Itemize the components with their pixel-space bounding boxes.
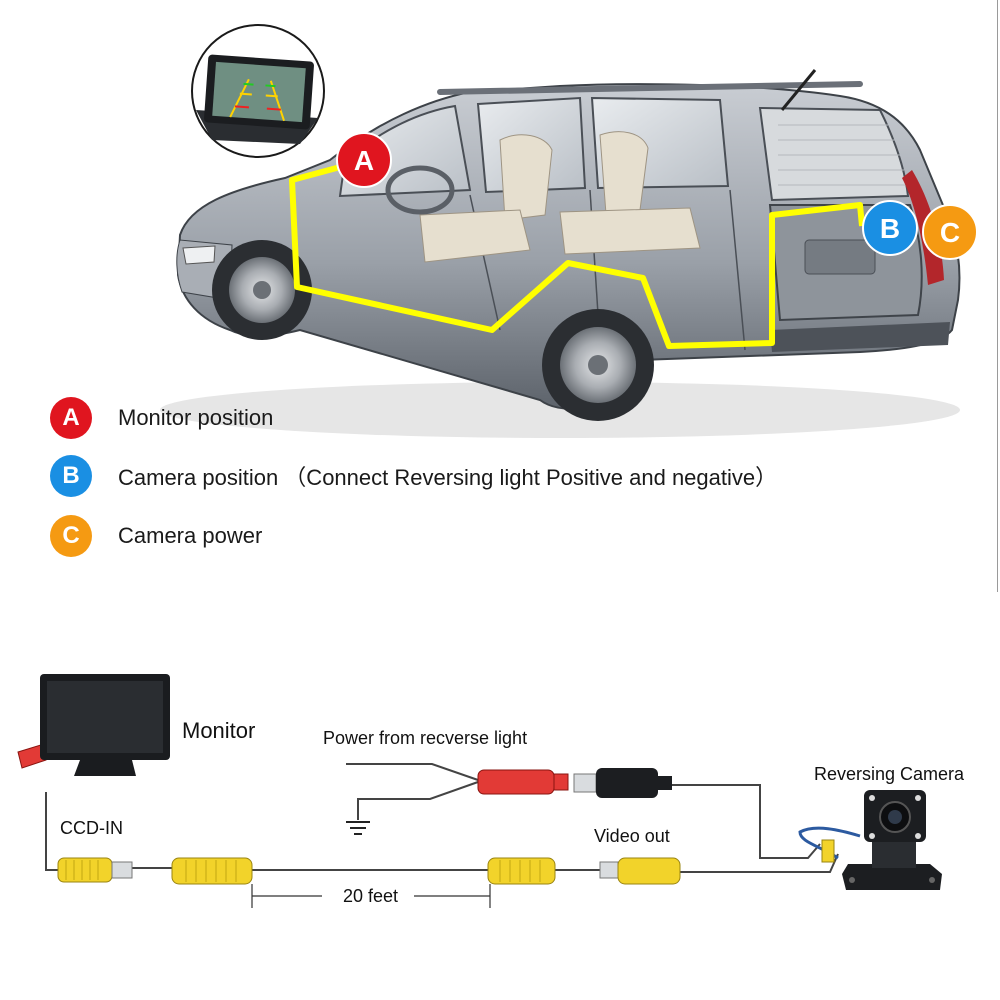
wiring-route-line xyxy=(289,163,865,349)
legend-badge-b: B xyxy=(50,455,92,497)
svg-text:B: B xyxy=(880,213,900,244)
camera-power-cable xyxy=(672,784,821,859)
legend-badge-c: C xyxy=(50,515,92,557)
rca-plug-video-out xyxy=(599,857,681,885)
dc-plug-red-icon xyxy=(477,769,569,795)
monitor-icon xyxy=(17,674,170,776)
ccd-in-label: CCD-IN xyxy=(60,818,123,838)
svg-text:A: A xyxy=(354,145,374,176)
legend-item-monitor-position: A Monitor position xyxy=(50,396,273,440)
cable-length-dimension xyxy=(251,884,491,908)
badge-b-marker: B xyxy=(862,200,918,256)
ground-symbol-icon xyxy=(346,821,370,835)
badge-a-marker: A xyxy=(336,132,392,188)
reversing-camera-label: Reversing Camera xyxy=(814,764,965,784)
legend-item-camera-position: B Camera position （Connect Reversing lig… xyxy=(50,454,777,498)
reversing-camera-icon xyxy=(798,790,942,890)
rca-plug-icon xyxy=(57,857,133,883)
legend-text-monitor-position: Monitor position xyxy=(118,405,274,430)
rca-plug-extension-left xyxy=(171,857,253,885)
legend-badge-a: A xyxy=(50,397,92,439)
rear-wheel xyxy=(542,309,654,421)
camera-video-cable xyxy=(680,853,839,873)
cable-length-label: 20 feet xyxy=(343,886,399,906)
svg-text:C: C xyxy=(940,217,960,248)
monitor-video-cable xyxy=(45,792,58,871)
panel-edge-line xyxy=(997,0,998,592)
car-cutaway-illustration: A B C xyxy=(160,24,978,438)
wiring-diagram-panel: Monitor CCD-IN Power from recverse light… xyxy=(0,592,1000,1000)
dc-plug-icon xyxy=(573,768,672,798)
video-out-label: Video out xyxy=(594,826,670,846)
legend-text-camera-power: Camera power xyxy=(118,523,263,548)
legend-text-camera-position: Camera position （Connect Reversing light… xyxy=(118,465,778,490)
legend-item-camera-power: C Camera power xyxy=(50,514,262,558)
power-positive-wire xyxy=(346,763,479,781)
front-wheel xyxy=(212,240,312,340)
power-label: Power from recverse light xyxy=(323,728,528,748)
installation-position-panel: A B C A Monitor position B Camera positi… xyxy=(50,0,998,592)
badge-c-marker: C xyxy=(922,204,978,260)
wiring-diagram xyxy=(17,674,942,908)
monitor-label: Monitor xyxy=(182,718,256,743)
rca-plug-extension-right xyxy=(487,857,556,885)
power-ground-wire xyxy=(357,781,479,820)
monitor-inset-photo xyxy=(191,24,325,158)
